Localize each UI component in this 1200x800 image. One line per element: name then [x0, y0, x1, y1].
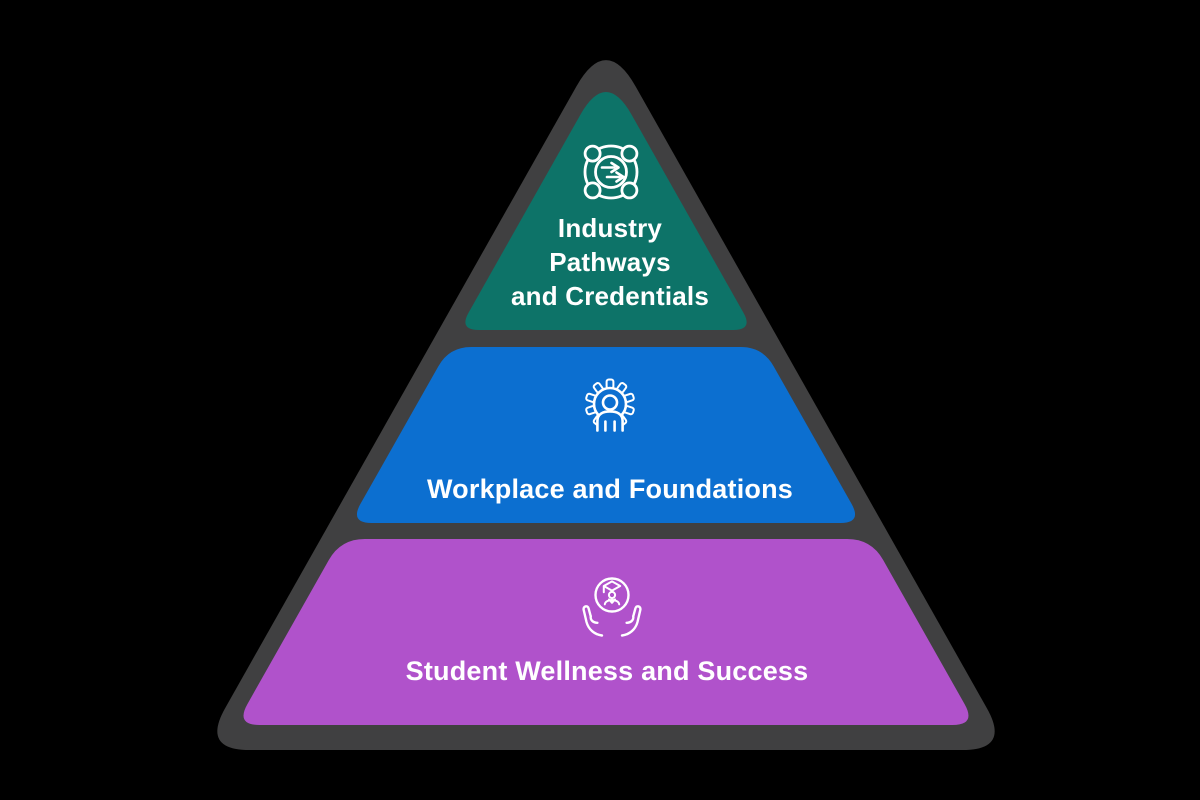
graduate-shoulders	[603, 599, 621, 606]
hands-graduate-icon	[582, 577, 642, 637]
tier-bottom-label: Student Wellness and Success	[405, 656, 809, 686]
person-shoulders	[596, 410, 624, 432]
person-head	[601, 394, 619, 411]
tier-top-label: Industry Pathways and Credentials	[510, 213, 710, 311]
person-gear-icon	[585, 378, 635, 432]
tier-middle-shape	[356, 347, 856, 523]
left-hand	[582, 605, 604, 637]
tier-bottom-shape	[243, 539, 969, 725]
tier-middle-label: Workplace and Foundations	[426, 474, 794, 504]
graduation-cap	[602, 580, 622, 592]
right-hand	[620, 605, 642, 637]
process-arrows-icon	[583, 144, 639, 200]
tier-top-shape	[465, 92, 747, 330]
graduate-head	[607, 590, 617, 600]
